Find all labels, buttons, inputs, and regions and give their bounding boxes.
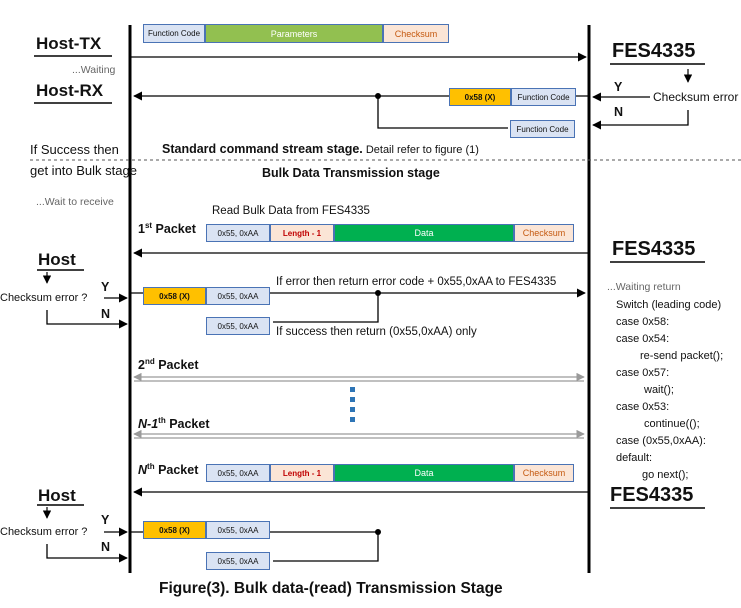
success-reply-box-2: 0x55, 0xAA [206,552,270,570]
n-minus-1-suffix: th [158,416,166,425]
nth-packet-suffix: th [147,462,155,471]
first-packet-word: Packet [152,222,196,237]
second-packet-number: 2 [138,358,145,373]
code-line: case 0x53: [616,401,670,413]
code-line: default: [616,452,653,464]
host-rx-label: Host-RX [36,81,104,100]
ack-box-top: 0x58 (X) [449,88,511,106]
code-line: re-send packet(); [640,350,724,362]
success-line-2: get into Bulk stage [30,163,137,178]
read-bulk-label: Read Bulk Data from FES4335 [212,205,370,217]
checksum-question-1: Checksum error ? [0,292,88,304]
nth-packet-label: Nth Packet [138,462,198,477]
packet1-checksum-box: Checksum [514,224,574,242]
checksum-question-2: Checksum error ? [0,526,88,538]
packet1-header-box: 0x55, 0xAA [206,224,270,242]
second-packet-word: Packet [154,358,199,373]
ack-box-2: 0x58 (X) [143,521,206,539]
code-line: case 0x54: [616,333,670,345]
nth-packet-word: Packet [154,463,199,478]
no-label-top: N [614,105,624,119]
waiting-return-label: ...Waiting return [607,281,681,293]
n-minus-1-number: N-1 [138,417,159,432]
ack-header-box-1: 0x55, 0xAA [206,287,270,305]
bulk-stage-title: Bulk Data Transmission stage [262,166,440,180]
success-reply-box-1: 0x55, 0xAA [206,317,270,335]
packetn-header-box: 0x55, 0xAA [206,464,270,482]
switch-code-block: Switch (leading code) case 0x58: case 0x… [616,297,723,484]
code-line: continue((); [644,418,700,430]
standard-stage-detail: Detail refer to figure (1) [362,144,479,156]
host-label-2: Host [38,486,76,505]
wait-receive-label: ...Wait to receive [36,196,114,208]
ack-box-1: 0x58 (X) [143,287,206,305]
code-line: case (0x55,0xAA): [616,435,706,447]
code-line: case 0x57: [616,367,670,379]
code-line: case 0x58: [616,316,670,328]
checksum-box: Checksum [383,24,449,43]
standard-stage-title: Standard command stream stage. [162,142,363,156]
figure-caption: Figure(3). Bulk data-(read) Transmission… [159,580,503,597]
packet1-data-box: Data [334,224,514,242]
first-packet-label: 1st Packet [138,221,196,236]
packetn-length-box: Length - 1 [270,464,334,482]
checksum-error-label-top: Checksum error [653,90,739,104]
code-line: Switch (leading code) [616,299,722,311]
if-success-label: If success then return (0x55,0xAA) only [276,326,477,338]
parameters-box: Parameters [205,24,383,43]
packet1-length-box: Length - 1 [270,224,334,242]
first-packet-suffix: st [144,221,153,230]
host-tx-label: Host-TX [36,34,102,53]
function-code-resend-box: Function Code [510,120,575,138]
n-minus-1-word: Packet [165,417,210,432]
fes-label-bulk-1: FES4335 [612,238,696,260]
fes-label-top: FES4335 [612,40,696,62]
ack-header-box-2: 0x55, 0xAA [206,521,270,539]
second-packet-suffix: nd [144,357,155,366]
n-minus-1-packet-label: N-1th Packet [138,416,210,431]
function-code-return-box: Function Code [511,88,576,106]
yes-label-1: Y [101,280,110,294]
function-code-box: Function Code [143,24,205,43]
first-packet-number: 1 [138,222,145,237]
nth-packet-number: N [138,463,148,478]
no-label-1: N [101,307,111,321]
yes-label-2: Y [101,513,110,527]
standard-stage-label: Standard command stream stage. Detail re… [162,142,479,156]
code-line: go next(); [642,469,689,481]
fes-label-bulk-2: FES4335 [610,484,694,506]
no-label-2: N [101,540,111,554]
second-packet-label: 2nd Packet [138,357,199,372]
yes-label-top: Y [614,80,623,94]
waiting-label: ...Waiting [72,64,116,76]
packetn-data-box: Data [334,464,514,482]
packetn-checksum-box: Checksum [514,464,574,482]
success-line-1: If Success then [30,142,119,157]
code-line: wait(); [644,384,674,396]
host-label-1: Host [38,250,76,269]
if-error-label: If error then return error code + 0x55,0… [276,276,557,288]
